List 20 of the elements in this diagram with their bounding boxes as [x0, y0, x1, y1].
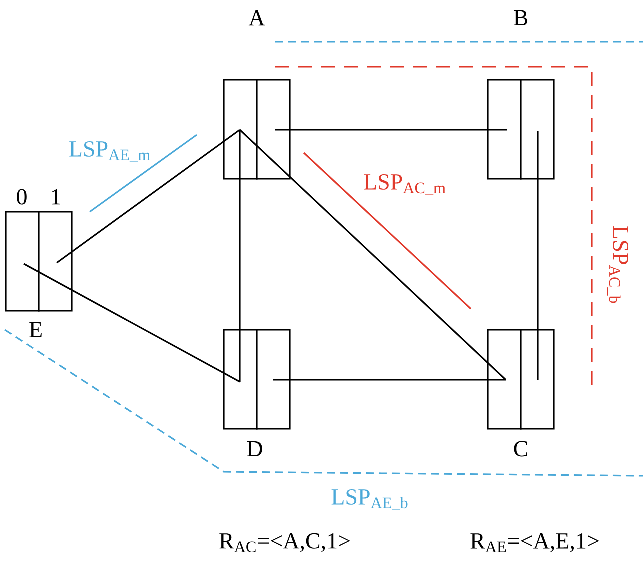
path-label: R$_{AC}$=<A,C,1>	[220, 533, 350, 553]
path-label: LSP$_{AC_m}$	[364, 174, 446, 196]
path-label: LSP$_{AE_b}$	[332, 489, 408, 510]
node-label: C	[514, 441, 528, 457]
node-label: E	[30, 322, 42, 338]
link-line	[56, 129, 240, 264]
port-number: 1	[52, 189, 60, 205]
link-line	[273, 379, 506, 381]
node-label: D	[247, 441, 262, 457]
path-label: R$_{AE}$=<A,E,1>	[470, 534, 599, 552]
node-label: A	[248, 10, 266, 26]
path-label: LSP$_{AC_b}$	[608, 226, 629, 304]
link-line	[537, 131, 539, 380]
port-number: 0	[17, 189, 27, 205]
link-line	[275, 129, 507, 131]
link-line	[24, 263, 240, 383]
path-label: LSP$_{AE_m}$	[70, 141, 150, 162]
link-line	[239, 129, 507, 381]
node-label: B	[514, 10, 528, 26]
link-line	[239, 130, 241, 382]
